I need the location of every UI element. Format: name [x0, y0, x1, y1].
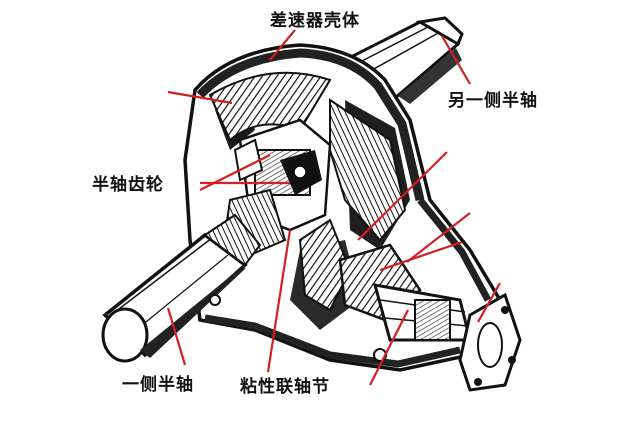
leader-gear-r — [379, 240, 463, 272]
leader-coupling — [266, 229, 292, 373]
leader-other-axle — [441, 35, 471, 85]
leader-pinion — [406, 212, 471, 263]
leader-housing — [269, 29, 296, 61]
leader-flange — [477, 282, 501, 323]
label-viscous-coupling: 粘性联轴节 — [240, 377, 330, 397]
leader-side-gear-2 — [199, 154, 271, 191]
label-half-shaft-gear: 半轴齿轮 — [92, 175, 164, 195]
leader-ring-gear-r — [357, 151, 448, 241]
one-side-shaft — [101, 213, 262, 363]
leader-one-axle — [166, 307, 187, 366]
label-other-side-half-shaft: 另一侧半轴 — [448, 91, 538, 111]
label-differential-housing: 差速器壳体 — [270, 11, 360, 31]
leader-pinion-shaft — [369, 309, 409, 386]
output-flange — [458, 292, 522, 392]
label-one-side-half-shaft: 一侧半轴 — [122, 375, 194, 395]
leader-ring-gear — [167, 90, 233, 105]
leader-lines — [166, 29, 501, 386]
ring-gear — [208, 71, 407, 312]
